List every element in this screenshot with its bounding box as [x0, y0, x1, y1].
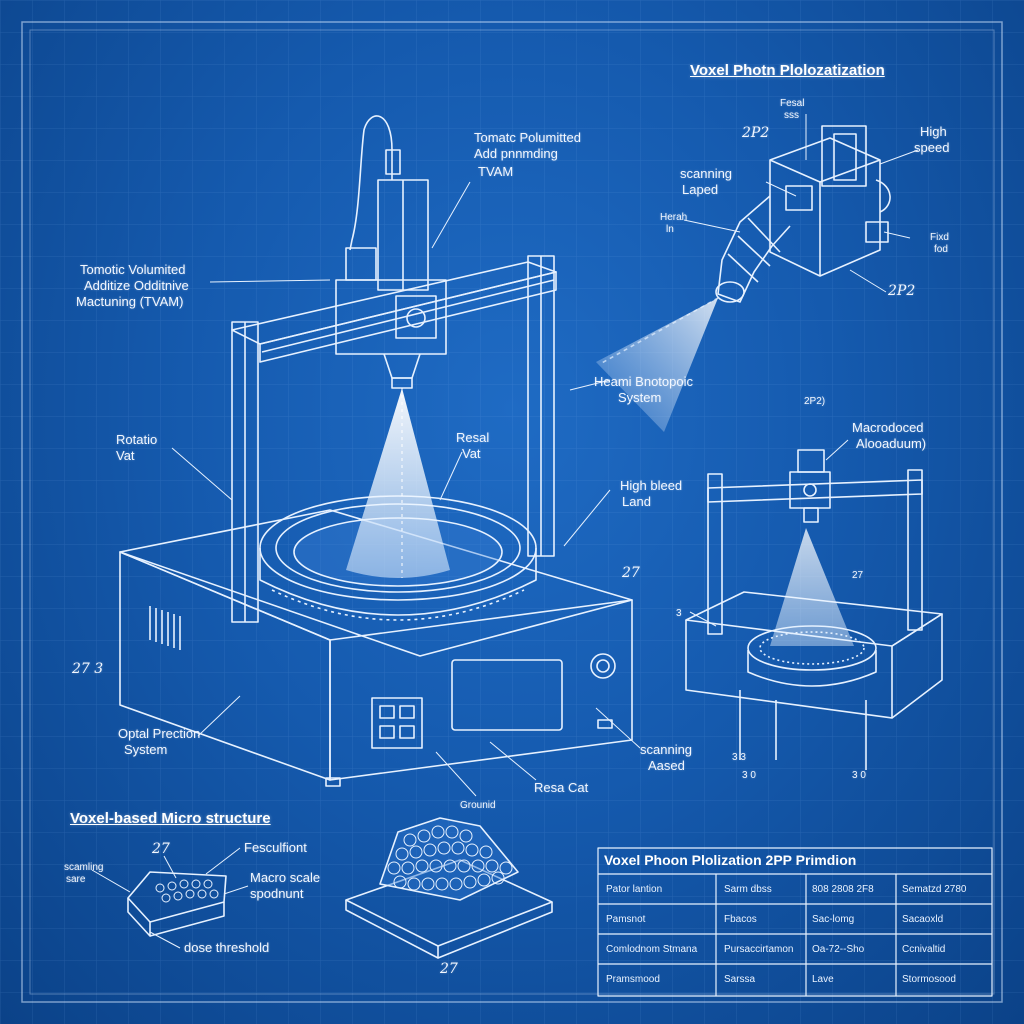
label-2p2-top: 2P2 — [742, 125, 770, 141]
rotation-vat-label-2: Vat — [116, 448, 135, 463]
table-cell: Sac-lomg — [812, 914, 855, 925]
tvam-top-line3: TVAM — [478, 164, 514, 179]
leader-lines — [91, 114, 919, 949]
ground-label: Grounid — [460, 800, 496, 811]
ref-27-left: 27 3 — [72, 661, 104, 677]
projection-system-label-2: System — [618, 390, 662, 405]
feed-label-1: Fesal — [780, 98, 805, 109]
table-cell: Sarssa — [724, 974, 756, 985]
cable — [349, 115, 393, 251]
macro-scale-label-1: Macro scale — [250, 870, 321, 885]
scanning-sare-label-1: scamling — [64, 862, 104, 873]
resal-vat-label-2: Vat — [462, 446, 481, 461]
ref-2p: 2P2) — [804, 396, 826, 407]
pyramid-ref-27: 27 — [440, 961, 458, 977]
table-cell: Sematzd 2780 — [902, 884, 967, 895]
control-panel — [371, 697, 423, 749]
dose-threshold-label: dose threshold — [184, 940, 270, 955]
high-bleed-label-2: Land — [622, 494, 651, 509]
table-cell: Pursaccirtamon — [724, 944, 794, 955]
high-bleed-label-1: High bleed — [620, 478, 683, 493]
mini-ref-3: 3 — [676, 608, 682, 619]
heron-label-2: ln — [666, 224, 674, 235]
feed-front-label: Fesculfiont — [244, 840, 307, 855]
heron-label-1: Herah — [660, 212, 688, 223]
scanning-laped-label-2: Laped — [682, 182, 719, 197]
main-beam — [346, 388, 450, 578]
table-cell: Pamsnot — [606, 914, 646, 925]
fixed-label-1: Fixd — [930, 232, 949, 243]
base-front — [329, 599, 633, 781]
resal-vat-label-1: Resal — [456, 430, 490, 445]
mini-ref-bottom-left: 3 3 — [732, 752, 746, 763]
mini-ref-27: 27 — [852, 570, 864, 581]
tvam-top-line1: Tomatc Polumitted — [474, 130, 581, 145]
resa-cat-label: Resa Cat — [534, 780, 589, 795]
scanning-laped-label-1: scanning — [680, 166, 733, 181]
projection-system-label-1: Heami Bnotopoic — [594, 374, 693, 389]
table-cell: Ccnivaltid — [902, 944, 946, 955]
rotation-vat-label-1: Rotatio — [116, 432, 158, 447]
macro-label-1: Macrodoced — [852, 420, 924, 435]
vent-slots — [149, 606, 181, 650]
laser-housing-top — [821, 125, 867, 187]
table-cell: Stormosood — [902, 974, 956, 985]
spec-table — [597, 847, 993, 997]
tvam-left-line2: Additize Odditnive — [84, 278, 189, 293]
micro-ref-27: 27 — [152, 841, 170, 857]
high-speed-label-1: High — [920, 124, 947, 139]
mini-ref-bottom-mid: 3 0 — [742, 770, 756, 781]
mini-ref-bottom-right: 3 0 — [852, 770, 866, 781]
table-cell: Sarm dbss — [724, 884, 772, 895]
tvam-left-line3: Mactuning (TVAM) — [76, 294, 184, 309]
micro-block — [127, 871, 227, 937]
table-cell: Oa-72--Sho — [812, 944, 865, 955]
feed-label-2: sss — [784, 110, 799, 121]
scanning-sare-label-2: sare — [66, 874, 86, 885]
scanning-laser-label-1: scanning — [640, 742, 693, 757]
table-cell: Sacaoxld — [902, 914, 944, 925]
table-cell: Fbacos — [724, 914, 757, 925]
table-cell: Pator lantion — [606, 884, 663, 895]
sheet-border — [21, 21, 1003, 1003]
fixed-label-2: fod — [934, 244, 948, 255]
optical-projection-label-2: System — [124, 742, 168, 757]
table-cell: Lave — [812, 974, 834, 985]
head-block — [335, 279, 447, 355]
micro-header: Voxel-based Micro structure — [70, 810, 271, 827]
table-cell: Comlodnom Stmana — [606, 944, 698, 955]
label-2p2-bottom: 2P2 — [888, 283, 916, 299]
tvam-left-line1: Tomotic Volumited — [80, 262, 186, 277]
macro-scale-label-2: spodnunt — [250, 886, 304, 901]
lens-icon — [406, 308, 426, 328]
connector-box — [345, 247, 377, 281]
laser-unit — [715, 125, 891, 303]
tvam-top-line2: Add pnnmding — [474, 146, 558, 161]
control-knob — [590, 653, 616, 679]
optical-projection-label-1: Optal Prection — [118, 726, 201, 741]
diagram-title: Voxel Photn Plolozatization — [690, 62, 885, 79]
macro-label-2: Alooaduum) — [856, 436, 927, 451]
voxel-pyramid — [345, 817, 553, 959]
ref-27-right: 27 — [622, 565, 640, 581]
table-title: Voxel Phoon Plolization 2PP Primdion — [604, 852, 857, 868]
scanning-laser-label-2: Aased — [648, 758, 685, 773]
mini-machine — [685, 449, 943, 770]
table-cell: 808 2808 2F8 — [812, 884, 874, 895]
mini-beam — [770, 528, 854, 646]
high-speed-label-2: speed — [914, 140, 950, 155]
scanning-beam — [596, 298, 718, 432]
front-screen — [451, 659, 563, 731]
table-cell: Pramsmood — [606, 974, 660, 985]
